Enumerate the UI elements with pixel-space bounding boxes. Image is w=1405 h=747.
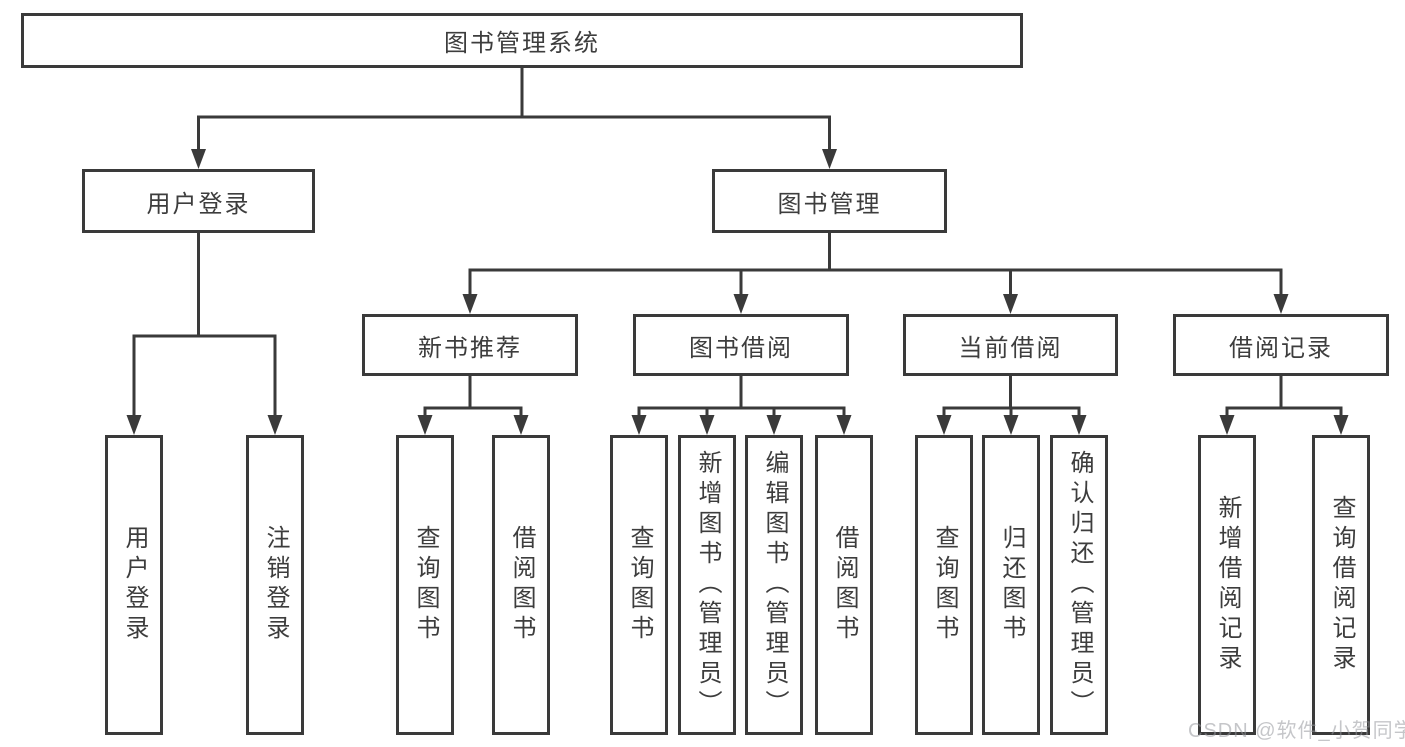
leaf-confirm-return-admin: 确认归还（管理员） [1050, 435, 1108, 735]
node-label: 借阅图书 [508, 525, 535, 645]
leaf-borrow-books: 借阅图书 [492, 435, 550, 735]
leaf-query-borrow-record: 查询借阅记录 [1312, 435, 1370, 735]
node-label: 查询图书 [412, 525, 439, 645]
arrow-down-icons [126, 149, 1349, 435]
node-label: 图书管理 [777, 190, 882, 218]
leaf-query-books: 查询图书 [396, 435, 454, 735]
node-label: 借阅记录 [1229, 334, 1333, 362]
leaf-user-login: 用户登录 [105, 435, 163, 735]
node-library-management-system: 图书管理系统 [21, 13, 1023, 68]
node-borrowing-records: 借阅记录 [1173, 314, 1389, 376]
node-label: 当前借阅 [958, 334, 1063, 362]
node-label: 用户登录 [121, 525, 148, 645]
node-new-book-recommendation: 新书推荐 [362, 314, 578, 376]
node-label: 图书管理系统 [444, 30, 600, 57]
leaf-query-books: 查询图书 [915, 435, 973, 735]
node-label: 新增借阅记录 [1214, 495, 1241, 675]
node-label: 编辑图书（管理员） [761, 450, 788, 720]
leaf-logout: 注销登录 [246, 435, 304, 735]
node-label: 注销登录 [262, 525, 289, 645]
node-current-borrowing: 当前借阅 [903, 314, 1118, 376]
node-label: 借阅图书 [831, 525, 858, 645]
node-label: 图书借阅 [689, 334, 793, 362]
node-label: 新增图书（管理员） [694, 450, 721, 720]
node-label: 查询图书 [931, 525, 958, 645]
node-user-login: 用户登录 [82, 169, 315, 233]
leaf-edit-books-admin: 编辑图书（管理员） [745, 435, 803, 735]
node-label: 新书推荐 [418, 334, 522, 362]
csdn-watermark: CSDN @软件_小贺同学 [1188, 720, 1405, 742]
node-book-borrowing: 图书借阅 [633, 314, 849, 376]
node-label: 查询图书 [626, 525, 653, 645]
node-label: 确认归还（管理员） [1066, 450, 1093, 720]
leaf-borrow-books: 借阅图书 [815, 435, 873, 735]
node-label: 查询借阅记录 [1328, 495, 1355, 675]
node-label: 归还图书 [998, 525, 1025, 645]
node-book-management: 图书管理 [712, 169, 947, 233]
leaf-add-books-admin: 新增图书（管理员） [678, 435, 736, 735]
node-label: 用户登录 [146, 190, 251, 218]
connector-paths [132, 68, 1343, 420]
leaf-return-books: 归还图书 [982, 435, 1040, 735]
leaf-add-borrow-record: 新增借阅记录 [1198, 435, 1256, 735]
leaf-query-books: 查询图书 [610, 435, 668, 735]
